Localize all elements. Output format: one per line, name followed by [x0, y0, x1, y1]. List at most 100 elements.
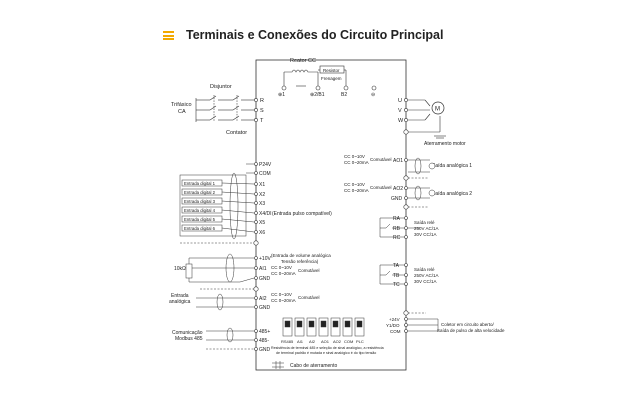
ao1-output-label: Saída analógica 1	[432, 163, 472, 169]
ao2-range-1: CC 0~10V	[344, 182, 365, 187]
rs485-plus: 485+	[259, 329, 270, 335]
dip-label-ao2: AO2	[333, 339, 342, 344]
left-gnd: GND	[259, 276, 271, 282]
ai2-wiring	[196, 288, 254, 311]
supply-label-2: CA	[178, 109, 186, 115]
ai1-range-1: CC 0~10V	[271, 265, 292, 270]
pot-label: 10kΩ	[174, 266, 186, 272]
page-title: Terminais e Conexões do Circuito Princip…	[186, 28, 444, 42]
open-collector-2: Saída de pulso de alta velocidade	[437, 328, 505, 333]
ao1-range-2: CC 0~20mA	[344, 160, 369, 165]
x4-note: (Entrada pulso compatível)	[272, 211, 332, 217]
terminal-w: W	[398, 118, 404, 124]
supply-label-1: Trifásico	[171, 102, 192, 108]
relay2-text-1: Saída relé	[414, 267, 435, 272]
right-gnd: GND	[391, 196, 403, 202]
dc-reactor-label: Reator CC	[290, 58, 316, 64]
right-com: COM	[390, 329, 401, 334]
motor-wiring	[408, 99, 446, 139]
pot-wiring	[188, 253, 255, 283]
rs485-wiring	[206, 327, 254, 350]
relay2-tb: TB	[393, 273, 400, 279]
ao2-output-label: Saída analógica 2	[432, 191, 472, 197]
relay1-contacts	[379, 217, 420, 238]
terminal-x3: X3	[259, 201, 265, 207]
open-collector-wiring	[408, 312, 439, 332]
ai1-label: AI1	[259, 266, 267, 272]
motor-symbol: M	[435, 107, 440, 113]
digital-input-wiring	[180, 163, 255, 244]
rs485-gnd: GND	[259, 347, 271, 353]
analog-input-label-2: analógica	[169, 299, 191, 305]
relay2-ta: TA	[393, 263, 400, 269]
brake-resistor-label-2: Frenagem	[321, 76, 342, 81]
terminal-u: U	[398, 98, 402, 104]
brake-resistor	[319, 65, 345, 74]
terminal-x2: X2	[259, 192, 265, 198]
ai2-switch: Comutável	[298, 295, 320, 300]
relay2-text-3: 30V CC/1A	[414, 279, 437, 284]
digital-input-1: Entrada digital 1	[184, 181, 216, 186]
right-terminal-dots	[403, 158, 409, 333]
relay1-ra: RA	[393, 216, 401, 222]
ao2-switch: Comutável	[370, 185, 392, 190]
shield-legend	[272, 361, 284, 369]
rs485-minus: 485-	[259, 338, 269, 344]
dip-note-1: Resistência de terminal 485 e seleção de…	[271, 346, 384, 350]
right-p24v: +24V	[389, 317, 400, 322]
breaker-label: Disjuntor	[210, 84, 232, 90]
page-header: Terminais e Conexões do Circuito Princip…	[0, 0, 640, 60]
dc-terminals	[281, 85, 377, 91]
digital-input-6: Entrada digital 6	[184, 226, 216, 231]
comm-label-1: Comunicação	[172, 330, 203, 336]
relay1-text-2: 250V AC/1A	[414, 226, 439, 231]
dip-label-ai1: AI1	[297, 339, 304, 344]
contactor-label: Contator	[226, 130, 247, 136]
digital-input-4: Entrada digital 4	[184, 208, 216, 213]
relay1-rb: RB	[393, 226, 401, 232]
left-gnd-2: GND	[259, 305, 271, 311]
terminal-x6: X6	[259, 230, 265, 236]
ao2-range-2: CC 0~20mA	[344, 188, 369, 193]
open-collector-1: Coletor em circuito aberto/	[441, 322, 495, 327]
analog-terminal-dots	[253, 256, 259, 309]
brake-resistor-label-1: Resistor	[323, 68, 340, 73]
terminal-x1: X1	[259, 182, 265, 188]
ai2-range-1: CC 0~10V	[271, 292, 292, 297]
ao1-wiring	[408, 157, 436, 179]
digital-inputs-frame	[179, 174, 247, 237]
menu-icon[interactable]	[163, 31, 174, 40]
dip-switch-block	[282, 317, 365, 337]
terminal-s: S	[260, 108, 264, 114]
dc-terminal-neg: ⊖	[371, 92, 375, 98]
ao2-label: AO2	[393, 186, 403, 192]
digital-input-5: Entrada digital 5	[184, 217, 216, 222]
left-com: COM	[259, 171, 271, 177]
dc-terminal-p2b1: ⊕2/B1	[310, 92, 325, 98]
three-phase-lines	[195, 95, 256, 122]
dip-note-2: de terminal padrão é mutada e sinal anal…	[276, 351, 376, 355]
ao1-label: AO1	[393, 158, 403, 164]
left-terminal-dots	[253, 162, 259, 246]
ai2-range-2: CC 0~20mA	[271, 298, 296, 303]
analog-input-label-1: Entrada	[171, 293, 189, 299]
power-section: Disjuntor Trifásico CA Contator R S T Re…	[171, 58, 466, 147]
relay1-text-1: Saída relé	[414, 220, 435, 225]
dip-label-ao1: AO1	[321, 339, 330, 344]
plus10v-note-2: Tensão referência)	[281, 259, 319, 264]
relay2-tc: TC	[393, 282, 400, 288]
left-p24v: P24V	[259, 162, 272, 168]
dc-reactor-coil	[284, 69, 318, 73]
ao2-wiring	[408, 185, 436, 208]
shield-label: Cabo de aterramento	[290, 363, 337, 369]
relay1-text-3: 30V CC/1A	[414, 232, 437, 237]
right-control: CC 0~10V CC 0~20mA Comutável AO1 Saída a…	[344, 154, 505, 334]
relay2-text-2: 250V AC/1A	[414, 273, 439, 278]
ai1-switch: Comutável	[298, 268, 320, 273]
ai2-label: AI2	[259, 296, 267, 302]
uvw-terminals	[403, 98, 409, 135]
terminal-r: R	[260, 98, 264, 104]
dip-label-plc: PLC	[356, 339, 364, 344]
left-control: P24V COM X1 X2 X3 X4/DI (Entrada pulso c…	[169, 162, 332, 353]
